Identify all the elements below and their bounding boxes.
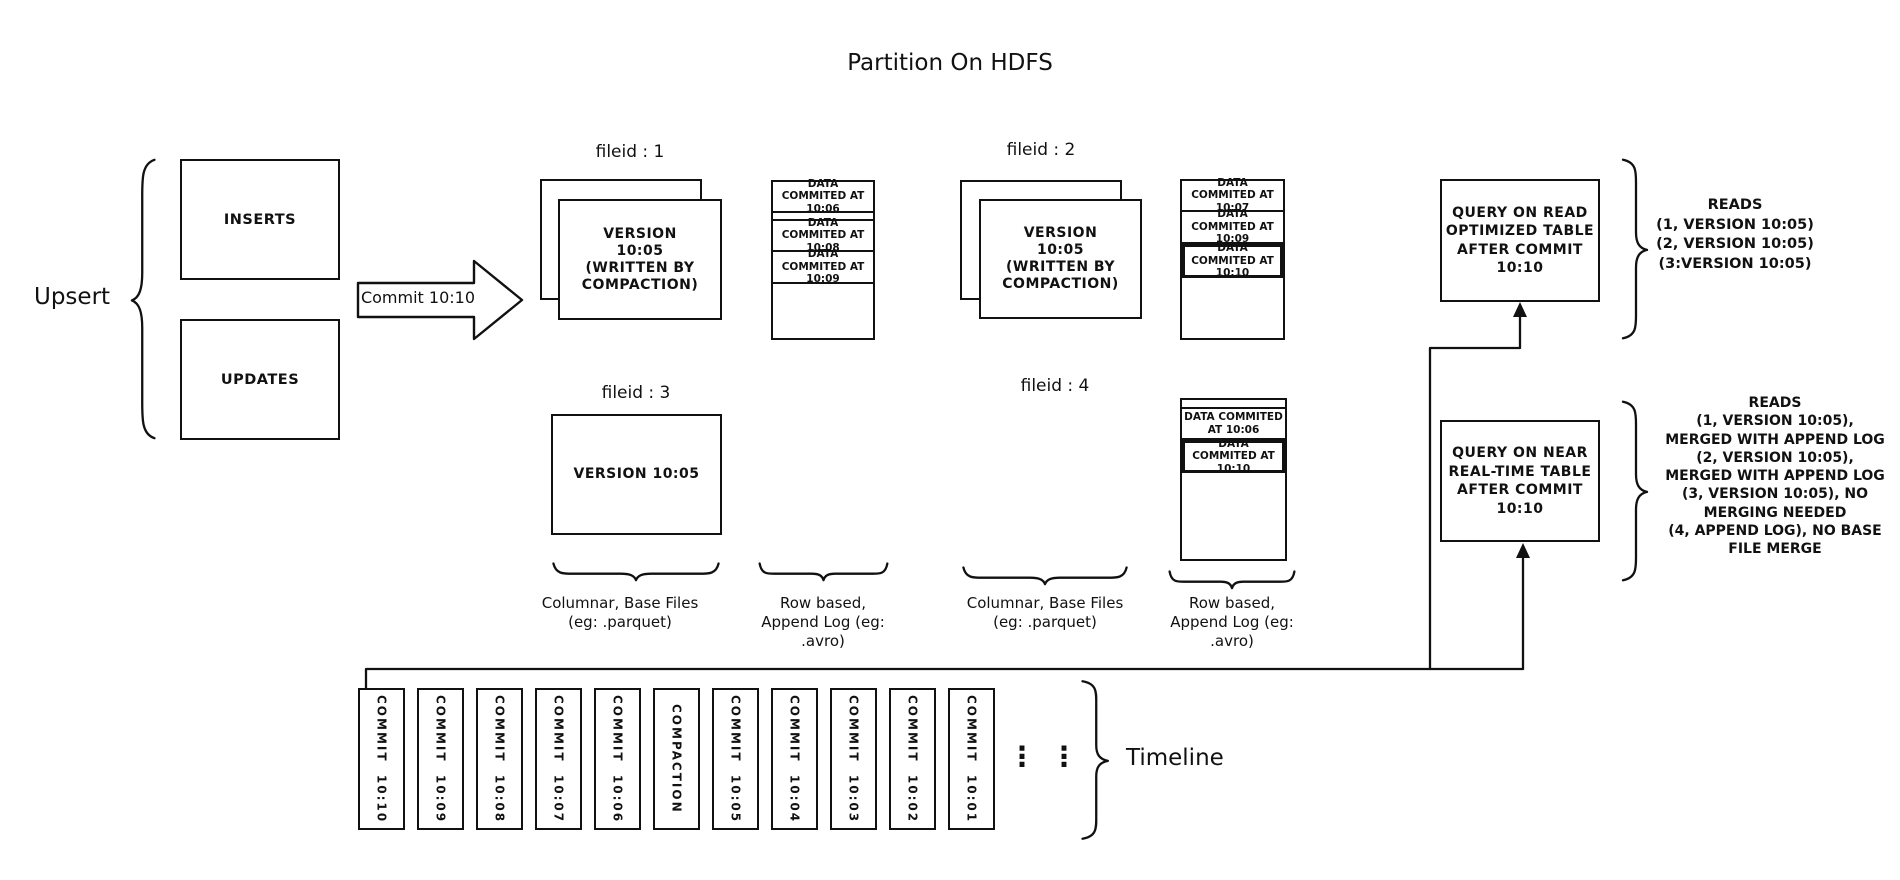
rowbased-label-line: Row based, [779,594,866,612]
timeline-box: COMMIT 10:06 [594,688,641,830]
log-cell: DATA COMMITED AT 10:09 [1182,208,1283,245]
log-cell: DATA COMMITED AT 10:07 [1182,177,1283,214]
timeline-label: Timeline [1126,745,1224,771]
reads-line: READS [1707,197,1763,213]
filegroup-1-base-front: VERSION 10:05 (WRITTEN BY COMPACTION) [558,199,722,320]
reads-line: (3:VERSION 10:05) [1658,255,1812,272]
log-cell: DATA COMMITED AT 10:10 [1182,438,1285,475]
query-near-realtime-box: QUERY ON NEAR REAL-TIME TABLE AFTER COMM… [1440,420,1600,542]
log-cell: DATA COMMITED AT 10:10 [1182,242,1283,279]
timeline-box: COMMIT 10:10 [358,688,405,830]
query-read-optimized-text: QUERY ON READ OPTIMIZED TABLE AFTER COMM… [1446,204,1594,278]
filegroup-3-base: VERSION 10:05 [551,414,722,535]
log-strip [1182,400,1285,409]
query-line: QUERY ON READ [1452,204,1588,221]
timeline-box: COMMIT 10:07 [535,688,582,830]
commit-arrow [356,259,524,341]
columnar-underbrace-2 [960,562,1130,586]
rowbased-label-2: Row based, Append Log (eg: .avro) [1132,594,1332,651]
timeline-box: COMMIT 10:01 [948,688,995,830]
filegroup-2-label: fileid : 2 [1006,140,1076,160]
columnar-label-line: (eg: .parquet) [568,613,672,631]
reads-line: MERGED WITH APPEND LOG [1665,468,1885,485]
query-line: REAL-TIME TABLE [1448,463,1592,480]
upsert-label: Upsert [34,284,111,310]
filegroup-3-label: fileid : 3 [601,383,671,403]
rowbased-label-line: .avro) [1210,632,1254,650]
query-read-optimized-box: QUERY ON READ OPTIMIZED TABLE AFTER COMM… [1440,179,1600,302]
reads-line: (2, VERSION 10:05) [1656,236,1814,252]
columnar-label-1: Columnar, Base Files (eg: .parquet) [520,594,720,632]
inserts-label: INSERTS [223,211,297,228]
query-line: 10:10 [1496,260,1544,276]
timeline-box: COMMIT 10:09 [417,688,464,830]
timeline-box: COMMIT 10:03 [830,688,877,830]
rowbased-underbrace-1 [757,558,890,582]
columnar-label-2: Columnar, Base Files (eg: .parquet) [945,594,1145,632]
columnar-label-line: (eg: .parquet) [993,613,1097,631]
upsert-brace [130,154,162,444]
query-near-realtime-text: QUERY ON NEAR REAL-TIME TABLE AFTER COMM… [1449,444,1592,518]
reads-line: MERGED WITH APPEND LOG [1665,431,1885,448]
columnar-label-line: Columnar, Base Files [966,594,1124,612]
rowbased-label-line: .avro) [801,632,845,650]
query-line: QUERY ON NEAR [1452,445,1588,461]
timeline-box: COMMIT 10:04 [771,688,818,830]
log-strip [773,213,873,221]
reads-line: READS [1748,395,1802,411]
reads-brace-2 [1615,398,1649,584]
rowbased-label-line: Row based, [1188,594,1275,612]
reads-line: FILE MERGE [1728,541,1822,558]
reads-brace-1 [1615,156,1649,342]
timeline-box: COMMIT 10:05 [712,688,759,830]
timeline-brace [1074,678,1110,842]
rowbased-label-1: Row based, Append Log (eg: .avro) [723,594,923,651]
query-line: OPTIMIZED TABLE [1445,223,1595,239]
rowbased-label-line: Append Log (eg: [1170,613,1294,631]
reads-line: (1, VERSION 10:05) [1656,216,1814,233]
updates-label: UPDATES [220,371,300,388]
filegroup-3-base-label: VERSION 10:05 [573,466,700,482]
reads-summary-2: READS (1, VERSION 10:05), MERGED WITH AP… [1650,394,1900,559]
reads-line: (1, VERSION 10:05), [1696,413,1854,430]
rowbased-label-line: Append Log (eg: [761,613,885,631]
filegroup-2-base-label: VERSION 10:05 (WRITTEN BY COMPACTION) [1002,225,1119,292]
inserts-box: INSERTS [180,159,340,280]
log-file-1: DATA COMMITED AT 10:06 DATA COMMITED AT … [771,178,875,340]
reads-line: (3, VERSION 10:05), NO [1681,486,1869,503]
reads-line: (4, APPEND LOG), NO BASE [1668,523,1882,540]
log-cell: DATA COMMITED AT 10:06 [1182,409,1285,440]
reads-line: (2, VERSION 10:05), [1696,449,1854,466]
log-cell: DATA COMMITED AT 10:06 [773,178,873,215]
reads-summary-1: READS (1, VERSION 10:05) (2, VERSION 10:… [1645,196,1825,274]
query-line: 10:10 [1496,500,1544,517]
updates-box: UPDATES [180,319,340,440]
columnar-label-line: Columnar, Base Files [541,594,699,612]
rowbased-underbrace-2 [1167,566,1297,590]
log-file-4: DATA COMMITED AT 10:06 DATA COMMITED AT … [1180,398,1287,561]
filegroup-2-base-front: VERSION 10:05 (WRITTEN BY COMPACTION) [979,199,1142,319]
log-file-2: DATA COMMITED AT 10:07 DATA COMMITED AT … [1180,177,1285,340]
commit-arrow-label: Commit 10:10 [360,288,476,307]
timeline-box: COMMIT 10:02 [889,688,936,830]
timeline-box: COMMIT 10:08 [476,688,523,830]
query-line: AFTER COMMIT [1457,241,1583,258]
log-cell: DATA COMMITED AT 10:09 [773,248,873,285]
timeline-ellipsis: ⋮ [1050,740,1078,773]
filegroup-4-label: fileid : 4 [1020,376,1090,396]
timeline-ellipsis: ⋮ [1008,740,1036,773]
query-line: AFTER COMMIT [1457,482,1583,498]
timeline-box: COMPACTION [653,688,700,830]
log-cell: DATA COMMITED AT 10:08 [773,217,873,254]
filegroup-1-base-label: VERSION 10:05 (WRITTEN BY COMPACTION) [581,225,699,293]
timeline-row: COMMIT 10:10 COMMIT 10:09 COMMIT 10:08 C… [358,688,995,830]
reads-line: MERGING NEEDED [1703,504,1847,521]
filegroup-1-label: fileid : 1 [595,142,665,162]
columnar-underbrace-1 [550,558,722,582]
page-title: Partition On HDFS [847,50,1053,76]
